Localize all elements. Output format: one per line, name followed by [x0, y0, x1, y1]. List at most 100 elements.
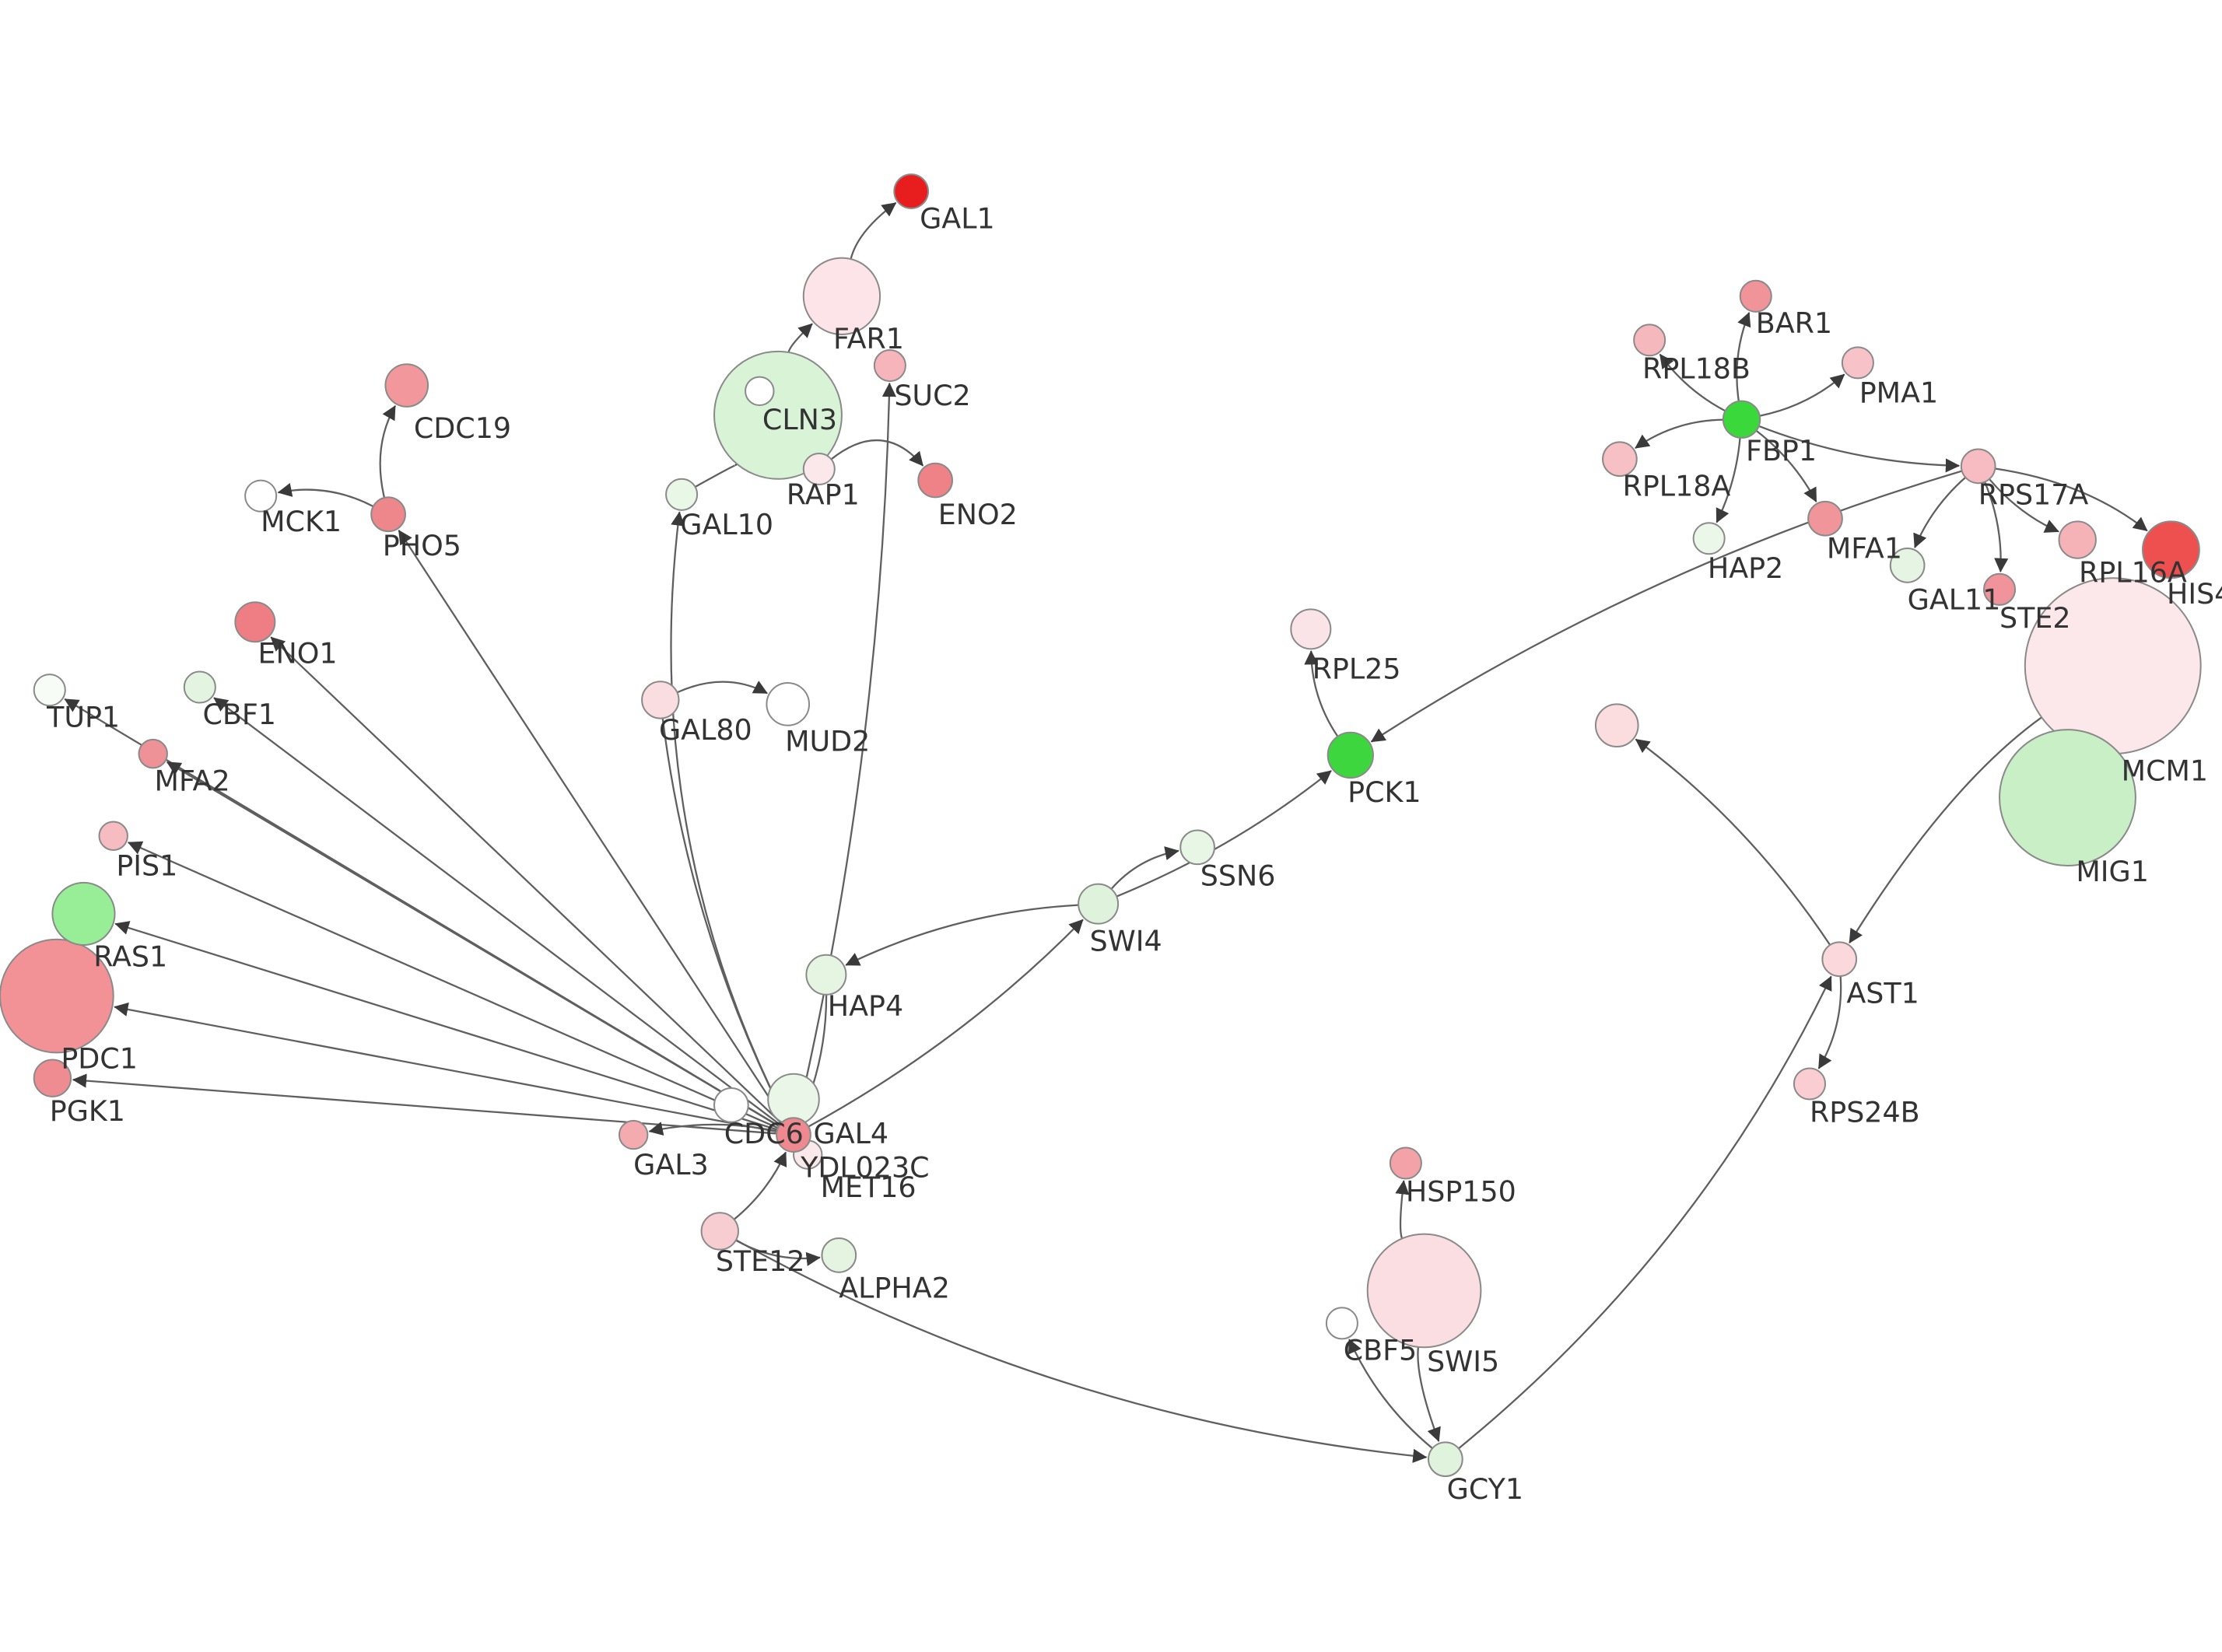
edge-far1-gal1[interactable]	[850, 201, 897, 260]
edge-mcm1-ast1[interactable]	[1849, 716, 2042, 944]
node-pho5[interactable]	[370, 496, 406, 533]
edge-swi5-gcy1[interactable]	[1417, 1346, 1441, 1442]
edge-gal4-pho5[interactable]	[398, 530, 785, 1122]
edge-rps17a-ste2[interactable]	[1984, 481, 2009, 572]
edge-gcy1-ast1[interactable]	[1458, 975, 1832, 1450]
node-rpl25[interactable]	[1290, 608, 1332, 650]
edge-gal10-cln3[interactable]	[695, 450, 750, 488]
edge-rps17a-gal11[interactable]	[1913, 476, 1967, 548]
node-cbf5[interactable]	[1325, 1307, 1358, 1340]
edge-cln3-far1[interactable]	[787, 323, 813, 353]
node-bar1[interactable]	[1739, 279, 1772, 313]
node-mfa1[interactable]	[1807, 500, 1843, 537]
node-hsp150[interactable]	[1389, 1146, 1422, 1180]
node-hap4[interactable]	[805, 954, 847, 996]
edge-swi4-pck1[interactable]	[1116, 770, 1332, 898]
edge-gal4-suc2[interactable]	[796, 382, 897, 1119]
node-rpl18b[interactable]	[1633, 324, 1666, 357]
edge-ast1-rps24b[interactable]	[1817, 975, 1842, 1069]
node-suc2[interactable]	[873, 348, 906, 383]
node-rps17a[interactable]	[1960, 448, 1996, 485]
edge-gal4-eno1[interactable]	[270, 636, 782, 1124]
node-fbp1[interactable]	[1722, 400, 1761, 439]
node-ste2[interactable]	[1982, 572, 2017, 606]
edge-swi5-hsp150[interactable]	[1395, 1180, 1410, 1239]
node-eno2[interactable]	[917, 462, 954, 499]
edge-fbp1-rpl18b[interactable]	[1659, 353, 1726, 412]
node-pdc1[interactable]	[0, 938, 114, 1054]
node-mck1[interactable]	[244, 479, 278, 513]
node-rpl18a[interactable]	[1602, 441, 1638, 478]
edge-fbp1-rpl18a[interactable]	[1635, 418, 1723, 449]
node-nodeB[interactable]	[1594, 703, 1639, 748]
node-tup1[interactable]	[33, 674, 66, 707]
node-gal80[interactable]	[641, 681, 680, 719]
node-pma1[interactable]	[1841, 346, 1874, 380]
edge-gal4-pis1[interactable]	[128, 841, 779, 1129]
edge-gal4-cbf1[interactable]	[213, 697, 781, 1125]
edge-fbp1-rps17a[interactable]	[1758, 425, 1961, 473]
node-eno1[interactable]	[234, 601, 276, 643]
edge-pho5-cdc19[interactable]	[379, 404, 396, 499]
edge-fbp1-hap2[interactable]	[1716, 437, 1741, 523]
edge-gcy1-cbf5[interactable]	[1348, 1339, 1433, 1450]
edge-gal4-gal10[interactable]	[670, 511, 787, 1121]
node-pck1[interactable]	[1327, 731, 1374, 779]
edge-ste12-gcy1[interactable]	[735, 1239, 1428, 1463]
edge-rap1-eno2[interactable]	[830, 439, 924, 467]
node-mig1[interactable]	[1999, 729, 2136, 867]
node-rps24b[interactable]	[1793, 1067, 1827, 1101]
edge-fbp1-bar1[interactable]	[1736, 312, 1751, 402]
edge-swi4-ssn6[interactable]	[1110, 846, 1179, 890]
edge-rps17a-his4[interactable]	[1995, 467, 2148, 532]
node-pgk1[interactable]	[33, 1059, 72, 1097]
edge-rps17a-pck1[interactable]	[1370, 470, 1963, 743]
edge-pho5-mck1[interactable]	[277, 482, 374, 508]
node-mcm1[interactable]	[2024, 577, 2202, 755]
node-cbf1[interactable]	[183, 670, 216, 704]
node-gal10[interactable]	[665, 478, 699, 511]
node-nodeA[interactable]	[745, 376, 775, 407]
edge-ste12-alpha2[interactable]	[735, 1239, 821, 1266]
node-swi4[interactable]	[1078, 883, 1120, 925]
node-gal11[interactable]	[1889, 547, 1926, 583]
edge-fbp1-pma1[interactable]	[1759, 373, 1845, 417]
edge-gal80-mud2[interactable]	[676, 681, 768, 695]
edge-ast1-nodeB[interactable]	[1635, 738, 1831, 946]
node-gal1[interactable]	[893, 173, 930, 209]
node-alpha2[interactable]	[821, 1237, 857, 1273]
node-ast1[interactable]	[1821, 941, 1858, 978]
node-ssn6[interactable]	[1179, 829, 1215, 866]
node-label-swi4: SWI4	[1090, 924, 1162, 957]
node-rpl16a[interactable]	[2058, 520, 2097, 559]
node-ste12[interactable]	[700, 1212, 739, 1251]
node-gal4[interactable]	[776, 1117, 811, 1153]
node-mud2[interactable]	[766, 682, 811, 726]
node-hap2[interactable]	[1692, 522, 1726, 555]
edge-gal4-gal3[interactable]	[648, 1122, 777, 1136]
edge-rps17a-rpl16a[interactable]	[1989, 478, 2059, 533]
edge-gal4-ras1[interactable]	[114, 921, 778, 1131]
node-gal3[interactable]	[618, 1119, 649, 1150]
edge-gal4-swi4[interactable]	[808, 919, 1084, 1128]
node-gcy1[interactable]	[1427, 1441, 1463, 1478]
node-swi5[interactable]	[1366, 1233, 1482, 1349]
edge-pck1-rpl25[interactable]	[1304, 650, 1339, 737]
node-cdc19[interactable]	[384, 363, 429, 408]
edge-fbp1-mfa1[interactable]	[1755, 429, 1817, 502]
node-his4[interactable]	[2141, 520, 2200, 579]
node-rap1[interactable]	[802, 452, 836, 486]
edge-gal4-pgk1[interactable]	[72, 1073, 777, 1135]
edge-gal4-pdc1[interactable]	[114, 1002, 777, 1133]
node-ras1[interactable]	[51, 881, 116, 947]
node-far1[interactable]	[802, 257, 881, 335]
node-pis1[interactable]	[98, 821, 128, 851]
edge-swi4-hap4[interactable]	[845, 904, 1079, 966]
edge-ste12-gal4[interactable]	[733, 1151, 787, 1220]
node-cdc6[interactable]	[713, 1087, 749, 1123]
node-cln3[interactable]	[713, 350, 843, 480]
node-mfa2[interactable]	[138, 738, 168, 769]
edge-gal4-mfa2[interactable]	[166, 761, 780, 1127]
edge-gal80-gal4[interactable]	[661, 718, 786, 1119]
